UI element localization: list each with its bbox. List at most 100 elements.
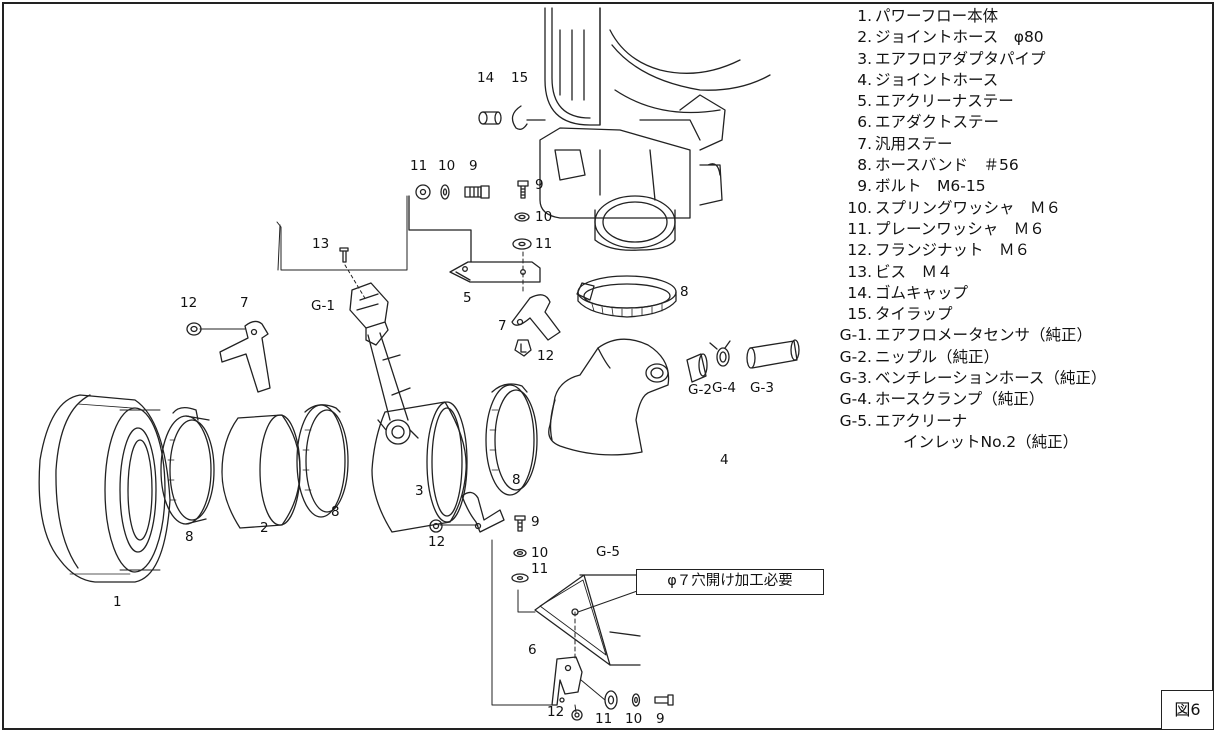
figure-label: 図6	[1161, 690, 1214, 730]
legend-item: 4.ジョイントホース	[828, 70, 1106, 91]
callout-G4: G-4	[712, 380, 736, 396]
callout-12b: 12	[537, 348, 554, 364]
callout-11d: 11	[595, 711, 612, 727]
legend-item-number: 7.	[857, 134, 872, 153]
callout-11: 11	[410, 158, 427, 174]
callout-G5: G-5	[596, 544, 620, 560]
duct-stay-6	[551, 656, 583, 706]
hose-band-8-middle	[296, 404, 349, 518]
legend-item-number: 2.	[857, 28, 872, 47]
legend-item-name: エアクリーナステー	[875, 92, 1014, 111]
legend-item-name: ホースクランプ（純正）	[875, 390, 1045, 409]
callout-7: 7	[240, 295, 249, 311]
legend-item: 12.フランジナット Ｍ６	[828, 240, 1106, 261]
callout-15: 15	[511, 70, 528, 86]
legend-item-name: ビス Ｍ４	[875, 262, 953, 281]
legend-item-number: 15.	[847, 305, 872, 324]
legend-item: 15.タイラップ	[828, 304, 1106, 325]
callout-6: 6	[528, 642, 537, 658]
legend-item-number: 13.	[847, 262, 872, 281]
legend-item: G-5.エアクリーナインレットNo.2（純正）	[828, 411, 1106, 454]
callout-8-left: 8	[185, 529, 194, 545]
flange-nut-12-bottom-left	[429, 519, 443, 533]
callout-numbers: 14 15 11 10 9 9 10 11 13 12 7 G-1 5 8 7 …	[113, 70, 774, 727]
airflow-adapter-pipe-3	[371, 401, 468, 533]
legend-item: G-4.ホースクランプ（純正）	[828, 389, 1106, 410]
callout-11c: 11	[531, 561, 548, 577]
airflow-sensor-G1	[349, 282, 411, 421]
legend-item-name: タイラップ	[875, 305, 953, 324]
rubber-cap-14	[478, 111, 502, 125]
legend-item: 10.スプリングワッシャ Ｍ６	[828, 198, 1106, 219]
machining-note: φ７穴開け加工必要	[636, 569, 824, 595]
legend-item: G-1.エアフロメータセンサ（純正）	[828, 325, 1106, 346]
hardware-bottom-row	[571, 690, 674, 721]
legend-item-number: 3.	[857, 49, 872, 68]
legend-item: 8.ホースバンド ＃56	[828, 155, 1106, 176]
legend-item-number: 5.	[857, 92, 872, 111]
hardware-9-10-11-bottom	[511, 515, 529, 583]
callout-4: 4	[720, 452, 729, 468]
legend-item-name: エアフロメータセンサ（純正）	[875, 326, 1093, 345]
callout-10d: 10	[625, 711, 642, 727]
legend-item-name: エアフロアダプタパイプ	[875, 49, 1046, 68]
hose-clamp-G4	[709, 340, 731, 367]
legend-item: 6.エアダクトステー	[828, 112, 1106, 133]
legend-item-name-line2: インレットNo.2（純正）	[903, 432, 1079, 451]
intake-manifold-illustration	[539, 7, 771, 251]
ventilation-hose-G3	[746, 339, 800, 369]
legend-item-number: G-5.	[839, 411, 872, 430]
callout-2: 2	[260, 520, 269, 536]
callout-8-right: 8	[512, 472, 521, 488]
legend-item: G-2.ニップル（純正）	[828, 347, 1106, 368]
legend-item: 7.汎用ステー	[828, 134, 1106, 155]
bracket-5	[449, 261, 541, 283]
legend-item-number: 11.	[847, 219, 872, 238]
legend-item-number: G-3.	[839, 369, 872, 388]
hose-band-8-left	[160, 406, 215, 525]
callout-10c: 10	[531, 545, 548, 561]
callout-11b: 11	[535, 236, 552, 252]
legend-item: 14.ゴムキャップ	[828, 283, 1106, 304]
callout-3: 3	[415, 483, 424, 499]
callout-10: 10	[438, 158, 455, 174]
legend-item-number: G-4.	[839, 390, 872, 409]
callout-G2: G-2	[688, 382, 712, 398]
stay-7-right	[511, 294, 561, 341]
tie-wrap-15	[511, 105, 528, 130]
legend-item-number: 4.	[857, 70, 872, 89]
legend-item: 2.ジョイントホース φ80	[828, 27, 1106, 48]
legend-item-name: エアクリーナ	[875, 411, 968, 430]
hardware-11-10-9-left	[415, 184, 490, 200]
legend-item: 1.パワーフロー本体	[828, 6, 1106, 27]
legend-item-number: 12.	[847, 241, 872, 260]
callout-14: 14	[477, 70, 494, 86]
legend-item-name: パワーフロー本体	[875, 7, 999, 25]
callout-12c: 12	[428, 534, 445, 550]
stay-7-bottom	[461, 491, 505, 533]
callout-7b: 7	[498, 318, 507, 334]
hose-band-8-top	[576, 275, 677, 318]
screw-13	[339, 247, 349, 263]
callout-12: 12	[180, 295, 197, 311]
legend-item-name: ベンチレーションホース（純正）	[875, 369, 1107, 388]
nipple-G2	[686, 353, 708, 383]
hose-band-8-right	[485, 383, 538, 496]
legend-item-number: 6.	[857, 113, 872, 132]
callout-8-top: 8	[680, 284, 689, 300]
legend-item-name: エアダクトステー	[875, 113, 1000, 132]
callout-9c: 9	[531, 514, 540, 530]
legend-item-name: ジョイントホース φ80	[875, 28, 1044, 47]
power-flow-body-1	[38, 394, 171, 583]
joint-hose-2	[221, 414, 301, 529]
callout-9b: 9	[535, 177, 544, 193]
legend-item-number: 1.	[857, 7, 872, 25]
legend-item: 11.プレーンワッシャ Ｍ６	[828, 219, 1106, 240]
legend-item-name: プレーンワッシャ Ｍ６	[875, 219, 1045, 238]
callout-G1: G-1	[311, 298, 335, 314]
legend-item-number: 14.	[847, 283, 872, 302]
callout-9d: 9	[656, 711, 665, 727]
